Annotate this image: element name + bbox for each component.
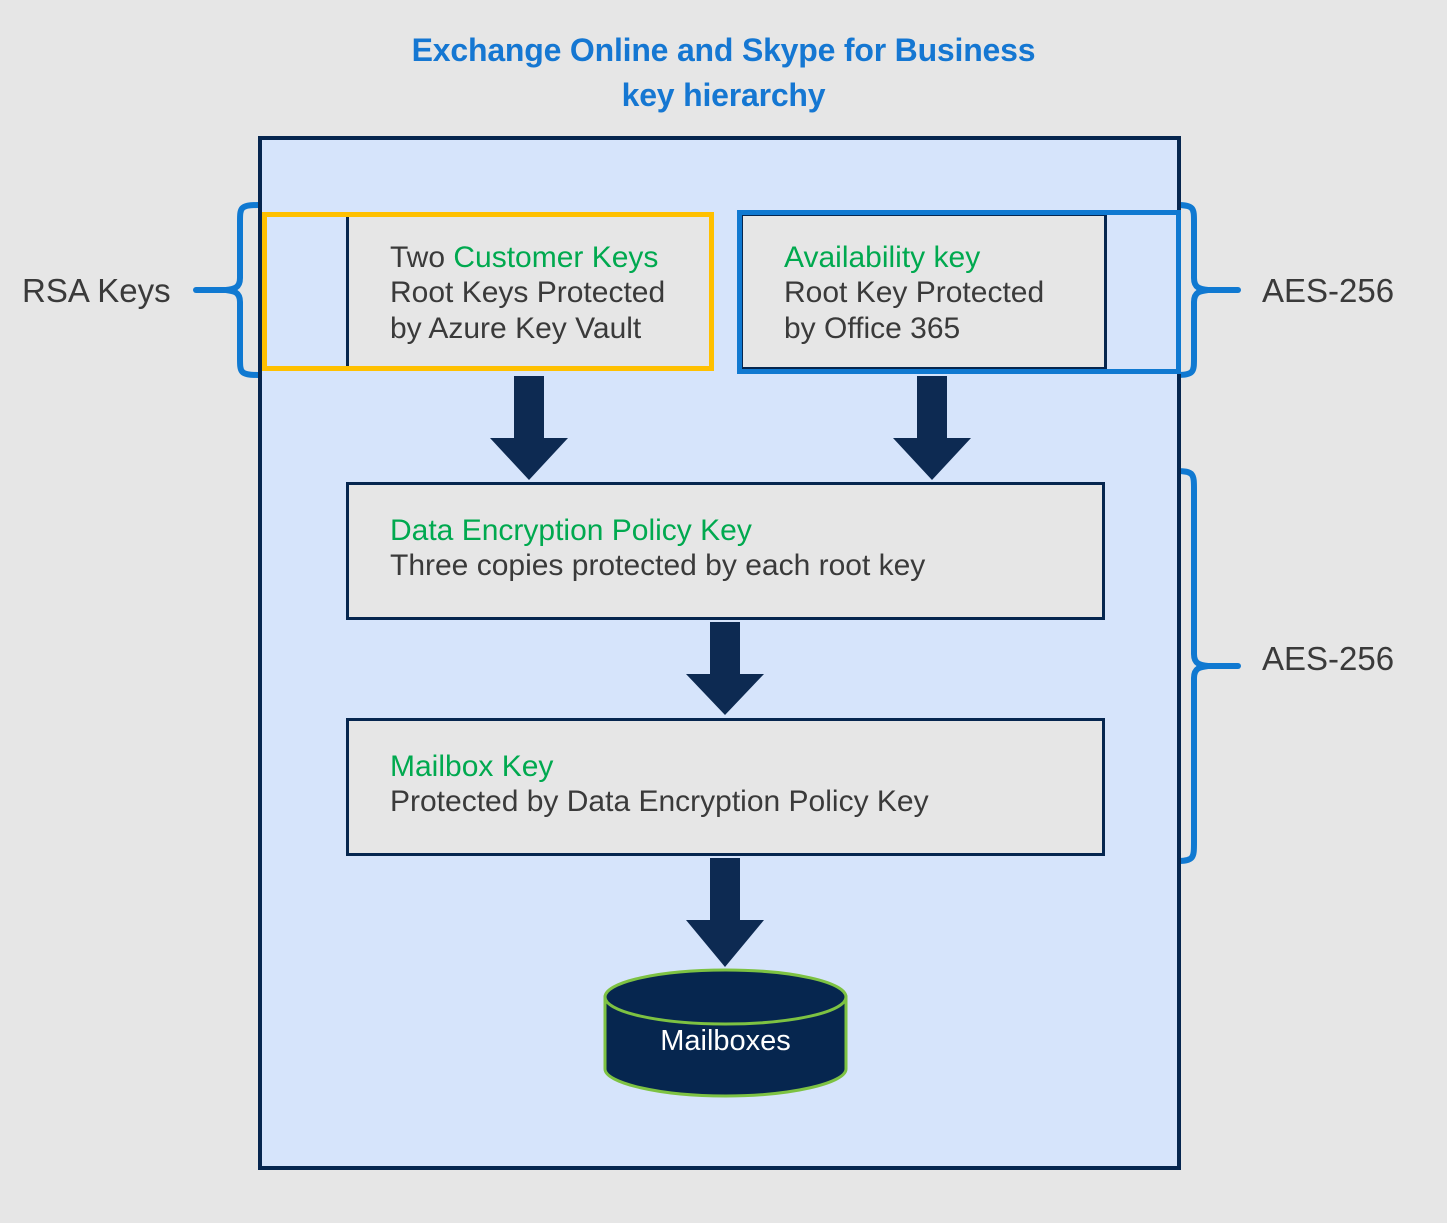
- customer-keys-line-1-prefix: Two: [390, 241, 454, 274]
- availability-key-line-3: by Office 365: [784, 311, 961, 345]
- arrow-dep-key-to-mailbox-key: [686, 622, 764, 715]
- datastore-mailboxes[interactable]: Mailboxes: [602, 967, 849, 1099]
- page-title-line-1: Exchange Online and Skype for Business: [411, 32, 1036, 68]
- dep-key-line-2: Three copies protected by each root key: [390, 549, 926, 583]
- customer-keys-line-1: Two Customer Keys: [390, 240, 711, 275]
- arrow-availability-key-to-dep-key: [893, 376, 971, 480]
- availability-key-line-1: Availability key: [784, 241, 981, 274]
- arrow-mailbox-key-to-mailboxes: [686, 858, 764, 967]
- arrow-customer-keys-to-dep-key: [490, 376, 568, 480]
- aes-middle-brace-icon: [1173, 468, 1241, 864]
- annotation-aes-256-middle: AES-256: [1262, 640, 1395, 677]
- annotation-rsa-keys: RSA Keys: [22, 272, 171, 309]
- page-title: Exchange Online and Skype for Business k…: [0, 28, 1447, 119]
- page-title-line-2: key hierarchy: [621, 77, 826, 114]
- dep-key-line-1: Data Encryption Policy Key: [390, 514, 752, 547]
- box-mailbox-key[interactable]: Mailbox Key Protected by Data Encryption…: [346, 718, 1105, 856]
- database-cylinder-icon: [603, 968, 848, 1098]
- box-availability-key[interactable]: Availability key Root Key Protected by O…: [740, 213, 1107, 370]
- key-hierarchy-container: Two Customer Keys Root Keys Protected by…: [258, 136, 1181, 1170]
- customer-keys-line-3: by Azure Key Vault: [390, 311, 642, 345]
- rsa-keys-brace-icon: [193, 202, 261, 378]
- customer-keys-highlight: Customer Keys: [453, 241, 659, 274]
- box-data-encryption-policy-key[interactable]: Data Encryption Policy Key Three copies …: [346, 482, 1105, 620]
- availability-key-line-2: Root Key Protected: [784, 276, 1045, 310]
- aes-top-brace-icon: [1173, 202, 1241, 378]
- annotation-aes-256-top: AES-256: [1262, 272, 1395, 309]
- customer-keys-line-2: Root Keys Protected: [390, 276, 666, 310]
- box-customer-keys[interactable]: Two Customer Keys Root Keys Protected by…: [346, 213, 714, 370]
- mailbox-key-line-1: Mailbox Key: [390, 750, 554, 783]
- mailbox-key-line-2: Protected by Data Encryption Policy Key: [390, 785, 929, 819]
